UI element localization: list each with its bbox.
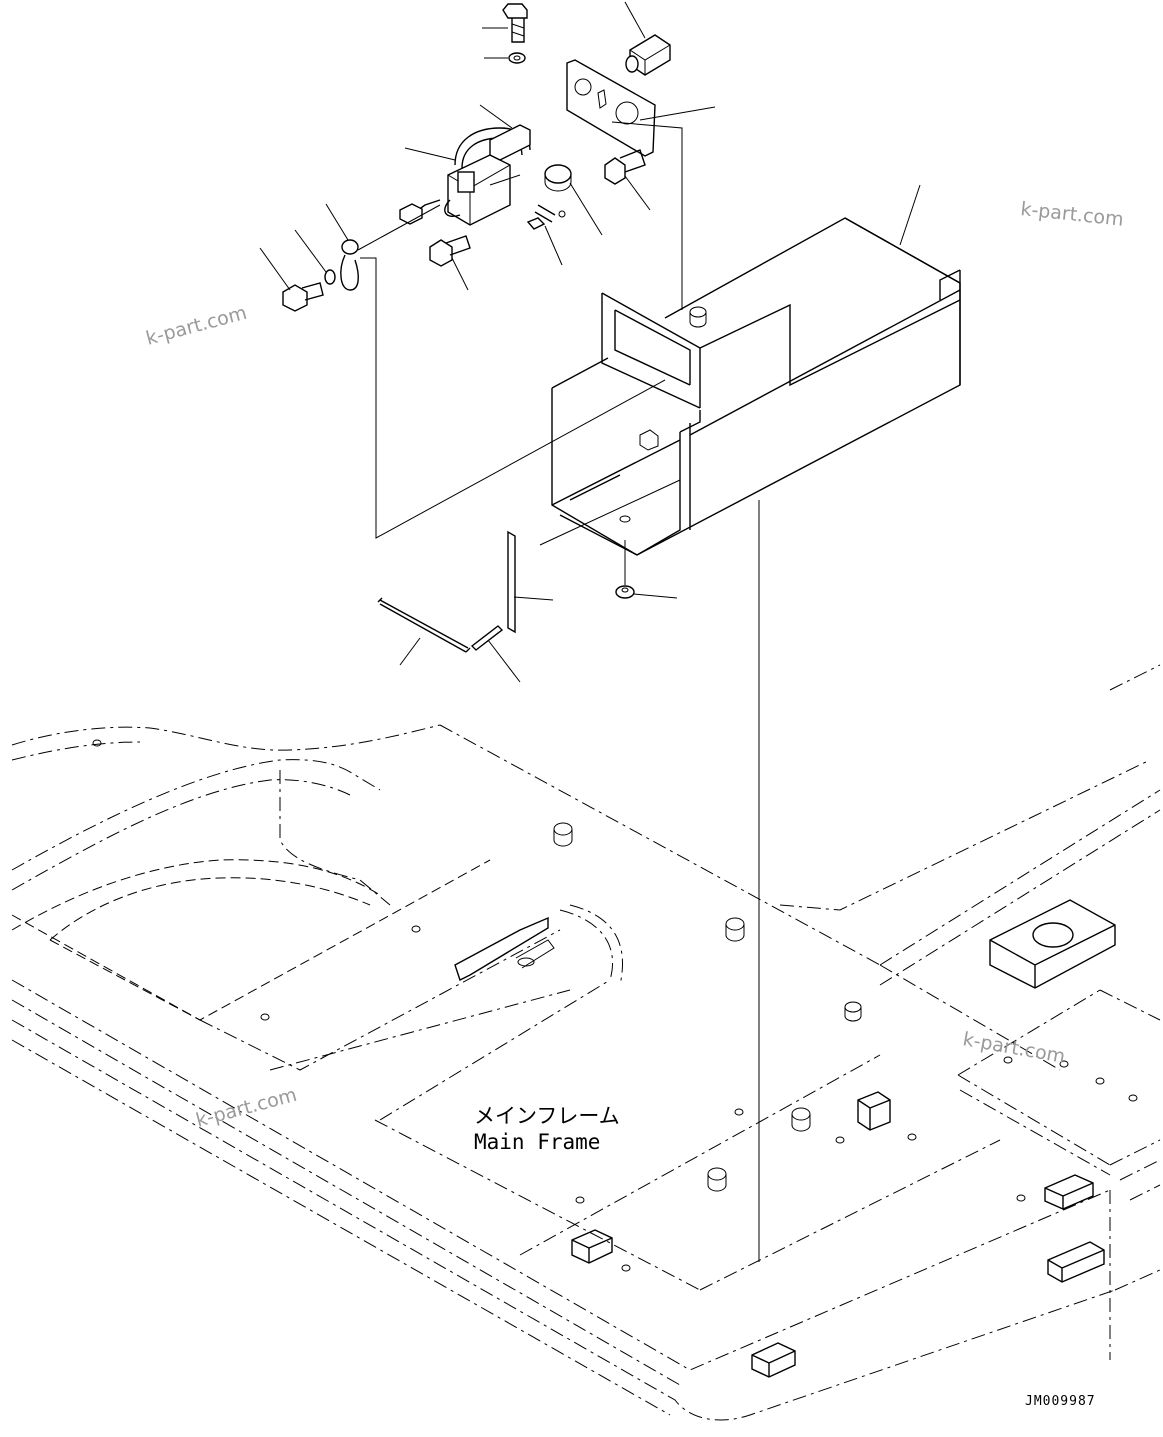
strips [377,530,554,683]
ring-terminal [325,203,441,291]
switch [624,1,671,76]
label-jp: メインフレーム [474,1104,620,1128]
watermark-text: k-part.com [1019,198,1124,231]
cap [544,164,603,236]
relay-assembly [399,104,566,266]
mount-plate [566,59,716,310]
watermark-text: k-part.com [144,302,250,350]
battery-box [551,184,961,556]
watermarks: k-part.com k-part.com k-part.com k-part.… [144,198,1125,1132]
bottom-nut [615,540,678,599]
label-en: Main Frame [474,1130,600,1154]
watermark-text: k-part.com [194,1084,300,1132]
bolts [259,3,651,312]
watermark-text: k-part.com [961,1028,1067,1068]
drawing-code: JM009987 [1025,1394,1096,1409]
main-frame: メインフレーム Main Frame [11,664,1161,1421]
components [259,1,961,1262]
